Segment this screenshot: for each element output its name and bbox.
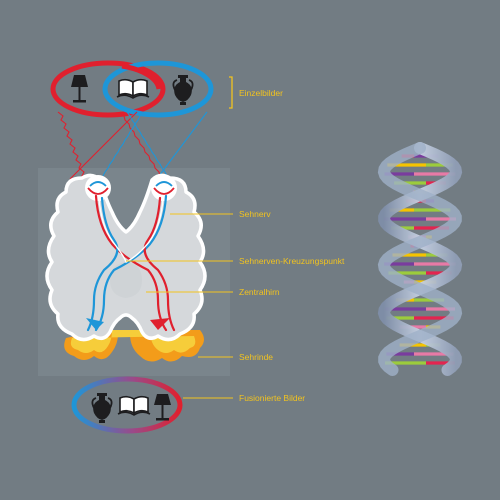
pathway-left-eye-to-right-cortex bbox=[94, 194, 168, 332]
ray-left-inner bbox=[69, 111, 138, 180]
label-visual-cortex: Sehrinde bbox=[239, 352, 273, 362]
left-eye bbox=[85, 175, 111, 201]
fused-field bbox=[71, 376, 183, 434]
left-cortex-wedge bbox=[86, 318, 104, 330]
leader-lines bbox=[126, 213, 233, 399]
fused-images-group bbox=[71, 376, 183, 434]
single-images-group: Einzelbilder bbox=[50, 60, 283, 118]
ray-right-inner bbox=[126, 111, 168, 177]
right-eye bbox=[151, 175, 177, 201]
pathway-left-eye-to-left-cortex bbox=[86, 196, 119, 332]
single-images-bracket bbox=[229, 76, 233, 109]
label-fused-images: Fusionierte Bilder bbox=[239, 393, 305, 403]
label-midbrain: Zentralhirn bbox=[239, 287, 280, 297]
amphora-icon bbox=[91, 393, 113, 423]
ray-left-cross bbox=[119, 111, 161, 177]
label-single-images: Einzelbilder bbox=[239, 88, 283, 98]
pathway-right-eye-to-right-cortex bbox=[143, 196, 176, 332]
nerve-highlight-right bbox=[125, 197, 164, 263]
left-eye-field bbox=[50, 60, 166, 118]
label-optic-chiasm: Sehnerven-Kreuzungspunkt bbox=[239, 256, 345, 266]
lamp-icon bbox=[154, 394, 171, 421]
amphora-icon bbox=[172, 75, 194, 105]
brain bbox=[45, 173, 207, 362]
nerve-highlight-left bbox=[98, 197, 127, 263]
dna-backbone-ribbon bbox=[377, 142, 463, 376]
left-eye-field-overlap bbox=[121, 63, 162, 90]
pathway-right-eye-to-left-cortex bbox=[94, 194, 168, 332]
open-book-icon bbox=[116, 78, 150, 99]
right-eye-field bbox=[102, 60, 214, 118]
dna-helix bbox=[377, 142, 463, 376]
ray-right-cross bbox=[102, 111, 144, 177]
midbrain-region bbox=[110, 262, 142, 298]
lamp-icon bbox=[71, 75, 88, 103]
open-book-icon bbox=[117, 395, 151, 416]
visual-cortex-inner bbox=[70, 330, 196, 353]
label-optic-nerve: Sehnerv bbox=[239, 209, 271, 219]
optic-pathways bbox=[86, 194, 176, 332]
diagram-labels: Sehnerv Sehnerven-Kreuzungspunkt Zentral… bbox=[239, 209, 345, 403]
right-cortex-wedge bbox=[150, 318, 170, 330]
